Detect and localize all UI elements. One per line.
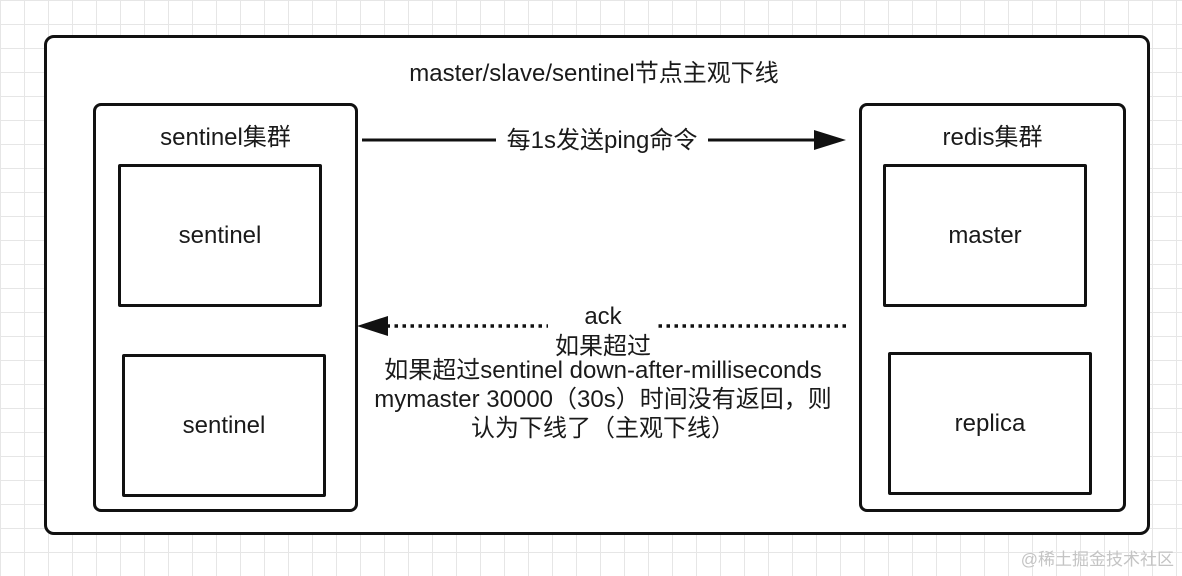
ack-label: ack bbox=[584, 303, 622, 330]
replica-node: replica bbox=[888, 352, 1092, 495]
ping-arrow-label: 每1s发送ping命令 bbox=[496, 127, 708, 155]
ack-sub-label: 如果超过 bbox=[555, 333, 651, 360]
watermark: @稀土掘金技术社区 bbox=[1020, 550, 1174, 569]
ack-arrow bbox=[357, 316, 846, 336]
ack-timeout-note: 如果超过sentinel down-after-milliseconds mym… bbox=[374, 357, 832, 442]
sentinel-node-1-label: sentinel bbox=[178, 221, 262, 249]
sentinel-node-1: sentinel bbox=[118, 164, 322, 307]
redis-cluster-title: redis集群 bbox=[942, 124, 1043, 151]
ack-label-block: ack 如果超过 bbox=[548, 302, 658, 362]
sentinel-cluster-title: sentinel集群 bbox=[160, 124, 291, 151]
master-node: master bbox=[883, 164, 1087, 307]
diagram-title: master/slave/sentinel节点主观下线 bbox=[409, 60, 779, 87]
sentinel-node-2: sentinel bbox=[122, 354, 326, 497]
replica-node-label: replica bbox=[954, 409, 1026, 437]
master-node-label: master bbox=[948, 221, 1022, 249]
sentinel-node-2-label: sentinel bbox=[182, 411, 266, 439]
